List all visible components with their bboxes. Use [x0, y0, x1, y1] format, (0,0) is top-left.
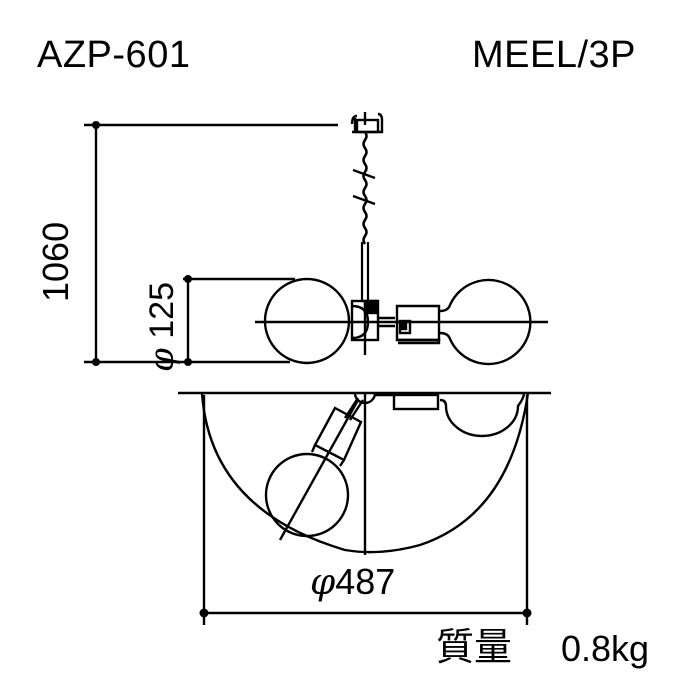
diameter-symbol: φ [310, 562, 336, 603]
globe-diameter-label: φ 125 [142, 282, 182, 372]
right-globe-icon [439, 278, 532, 366]
plan-globe-icon [264, 399, 360, 541]
right-socket-icon [395, 304, 441, 345]
fixture-diameter-dimension-line [199, 395, 532, 625]
fixture-diameter-value: 487 [335, 561, 396, 602]
chain-icon [352, 131, 376, 300]
height-dimension-line [84, 121, 338, 366]
fixture-diameter-label: φ487 [310, 564, 395, 601]
overall-height-label: 1060 [35, 221, 76, 302]
overall-height-value: 1060 [35, 221, 76, 302]
mass-label: 質量 [436, 625, 513, 669]
center-hub-icon [350, 299, 395, 355]
globe-diameter-value: 125 [143, 282, 181, 339]
canopy-icon [350, 112, 384, 134]
plan-socket-right-icon [375, 392, 526, 438]
plan-view-outline [200, 392, 530, 555]
globe-diameter-dimension-line [183, 275, 295, 366]
mass-value: 0.8kg [561, 628, 650, 669]
diameter-symbol: φ [142, 348, 182, 372]
model-number: AZP-601 [37, 34, 191, 76]
variant-code: MEEL/3P [472, 34, 637, 76]
plan-socket-angled-icon [310, 397, 365, 467]
